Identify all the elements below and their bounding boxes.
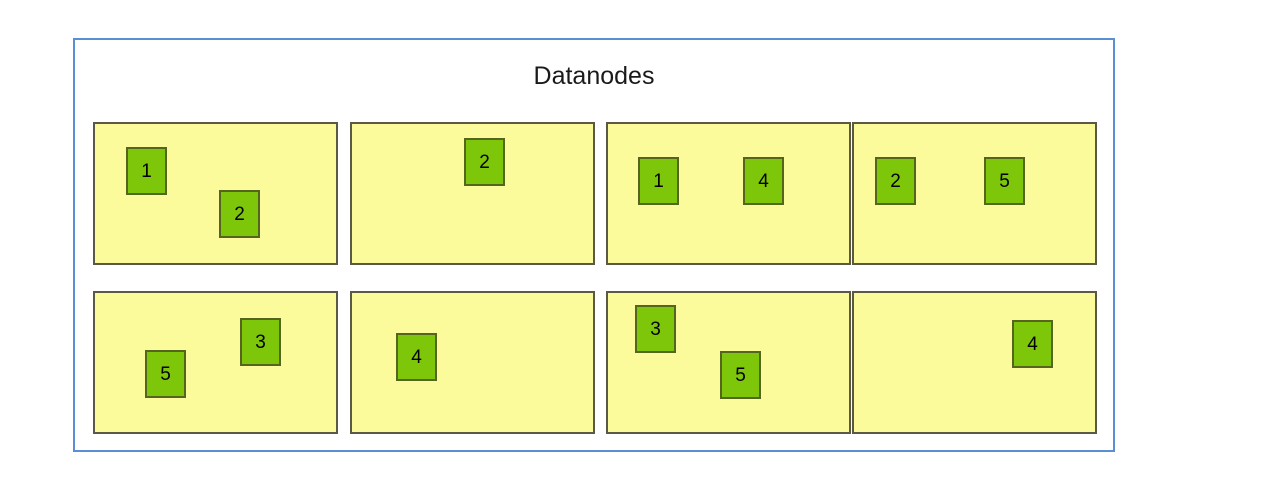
- data-block-1[interactable]: 1: [126, 147, 167, 195]
- data-block-5[interactable]: 5: [984, 157, 1025, 205]
- data-block-3[interactable]: 3: [635, 305, 676, 353]
- datanode-7[interactable]: 4: [852, 291, 1097, 434]
- data-block-5[interactable]: 5: [145, 350, 186, 398]
- page-title: Datanodes: [533, 62, 655, 90]
- data-block-4[interactable]: 4: [1012, 320, 1053, 368]
- data-block-5[interactable]: 5: [720, 351, 761, 399]
- data-block-1[interactable]: 1: [638, 157, 679, 205]
- data-block-2[interactable]: 2: [219, 190, 260, 238]
- data-block-3[interactable]: 3: [240, 318, 281, 366]
- data-block-2[interactable]: 2: [464, 138, 505, 186]
- data-block-4[interactable]: 4: [743, 157, 784, 205]
- data-block-4[interactable]: 4: [396, 333, 437, 381]
- datanode-1[interactable]: 2: [350, 122, 595, 265]
- datanode-5[interactable]: 4: [350, 291, 595, 434]
- data-block-2[interactable]: 2: [875, 157, 916, 205]
